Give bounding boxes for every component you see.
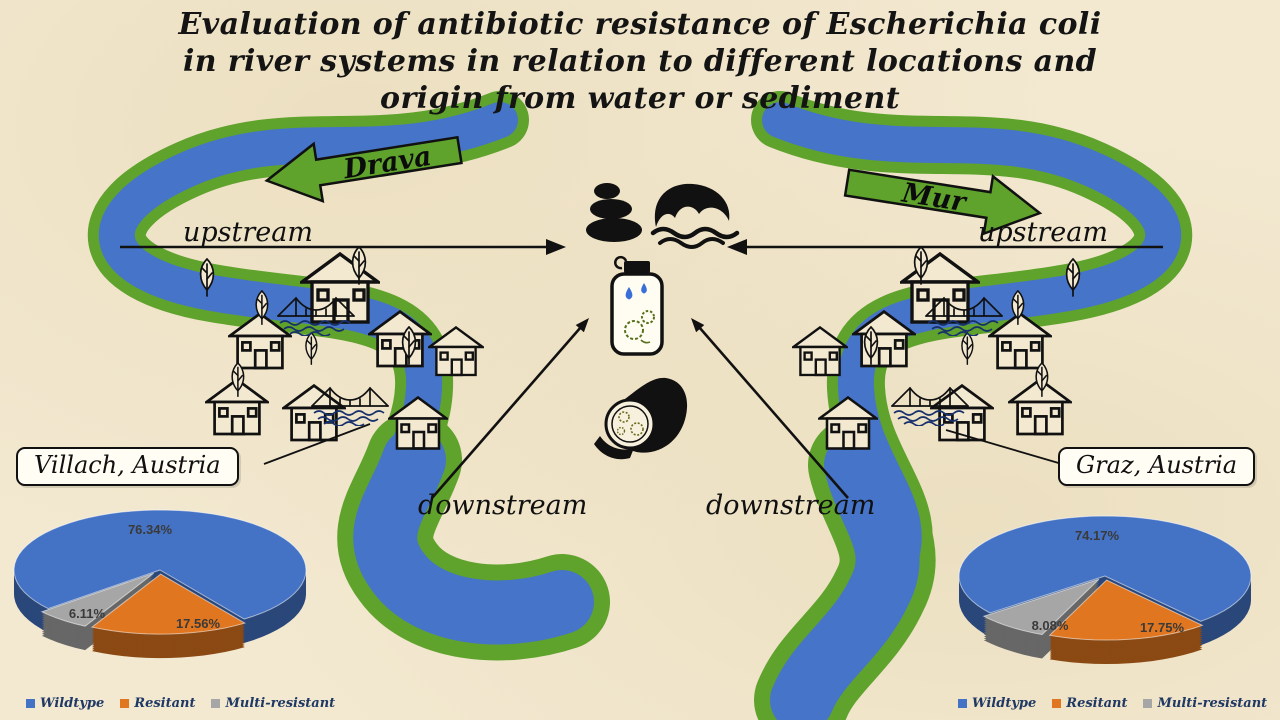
pie-chart-villach: 76.34% 17.56% 6.11% (13, 509, 307, 659)
graz-callout-connector (945, 429, 1063, 465)
resistant-swatch (120, 699, 130, 708)
upstream-arrow-left (120, 239, 566, 255)
legend-label: Multi-resistant (1157, 696, 1268, 711)
pie-slice-resitant (1048, 579, 1204, 641)
wildtype-swatch (26, 699, 35, 708)
sample-bottle-icon (610, 255, 664, 356)
page-title: Evaluation of antibiotic resistance of E… (0, 6, 1280, 118)
villach-callout-connector (263, 423, 371, 465)
house-icon (900, 252, 980, 324)
legend-label: Resitant (134, 696, 196, 711)
legend-right: Wildtype Resitant Multi-resistant (958, 696, 1267, 711)
house-icon (300, 252, 380, 324)
mur-banner-label: Mur (899, 177, 970, 218)
pie-slice-multi-resistant (982, 578, 1100, 636)
legend-label: Wildtype (40, 696, 105, 711)
pie-slice-wildtype (958, 515, 1252, 622)
house-icon (930, 384, 994, 442)
sediment-stones-icon (586, 183, 642, 242)
multi-resistant-swatch (211, 699, 221, 708)
title-line-2: in river systems in relation to differen… (182, 44, 1098, 80)
legend-label: Resitant (1066, 696, 1128, 711)
legend-item-multi-resistant: Multi-resistant (1143, 696, 1267, 711)
pie-data-label: 76.34% (128, 522, 173, 537)
downstream-label-left: downstream (418, 490, 588, 521)
resistant-swatch (1052, 699, 1062, 708)
callout-graz: Graz, Austria (1058, 447, 1256, 486)
legend-item-multi-resistant: Multi-resistant (211, 696, 335, 711)
mur-banner-arrow: Mur (843, 168, 1043, 236)
legend-item-resistant: Resitant (1052, 696, 1127, 711)
tree-icon (305, 332, 318, 366)
tree-icon (961, 332, 974, 366)
pie-data-label: 74.17% (1075, 528, 1120, 543)
water-wave-icon (650, 183, 740, 249)
pie-slice-resitant (90, 573, 247, 635)
title-line-3: origin from water or sediment (380, 81, 900, 117)
wildtype-swatch (958, 699, 967, 708)
legend-left: Wildtype Resitant Multi-resistant (26, 696, 335, 711)
legend-label: Multi-resistant (225, 696, 336, 711)
pie-data-label: 17.75% (1140, 620, 1185, 635)
downstream-arrow-left (431, 318, 589, 499)
hand-petri-dish-icon (594, 377, 688, 460)
pie-data-label: 6.11% (69, 606, 106, 621)
callout-villach: Villach, Austria (16, 447, 239, 486)
upstream-label-right: upstream (978, 217, 1108, 248)
upstream-label-left: upstream (183, 217, 313, 248)
downstream-arrow-right (691, 318, 849, 499)
pie-slice-wildtype (13, 509, 307, 620)
multi-resistant-swatch (1143, 699, 1153, 708)
pie-chart-graz: 74.17% 17.75% 8.08% (958, 515, 1252, 665)
legend-item-wildtype: Wildtype (26, 696, 104, 711)
legend-item-wildtype: Wildtype (958, 696, 1036, 711)
pie-data-label: 17.56% (176, 616, 221, 631)
title-line-1: Evaluation of antibiotic resistance of E… (178, 7, 1102, 42)
pie-data-label: 8.08% (1032, 618, 1069, 633)
upstream-arrow-right (727, 239, 1163, 255)
legend-item-resistant: Resitant (120, 696, 195, 711)
legend-label: Wildtype (972, 696, 1037, 711)
pie-slice-multi-resistant (40, 572, 155, 627)
downstream-label-right: downstream (706, 490, 876, 521)
